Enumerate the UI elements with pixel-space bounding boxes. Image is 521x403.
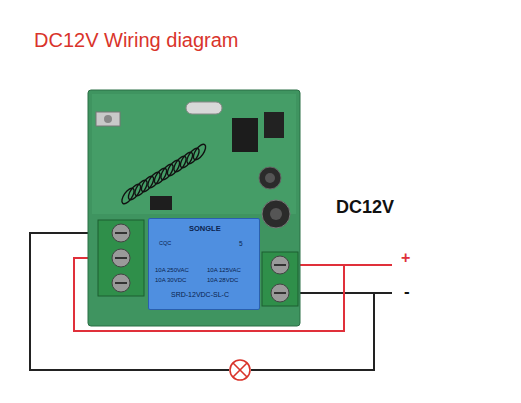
capacitor xyxy=(259,167,290,228)
ic-chip xyxy=(264,112,284,138)
relay-marking: SRD-12VDC-SL-C xyxy=(171,291,229,298)
push-button xyxy=(96,112,120,126)
title: DC12V Wiring diagram xyxy=(34,30,239,50)
ic-chip xyxy=(150,196,172,210)
relay-marking: 10A 30VDC xyxy=(155,277,186,283)
terminal-screw xyxy=(271,256,289,274)
relay-marking: SONGLE xyxy=(189,225,221,233)
pcb-area xyxy=(92,94,296,214)
crystal xyxy=(186,102,222,114)
terminal-screw xyxy=(112,249,130,267)
relay-marking: 5 xyxy=(239,241,243,248)
terminal-block xyxy=(262,252,298,306)
ic-chip xyxy=(232,118,258,152)
relay-marking: 10A 28VDC xyxy=(207,277,238,283)
terminal-block xyxy=(98,220,144,296)
coil-winding xyxy=(191,142,208,161)
positive-terminal: + xyxy=(401,250,410,266)
terminal-screw xyxy=(271,284,289,302)
terminal-screw xyxy=(112,224,130,242)
relay-marking: 10A 250VAC xyxy=(155,267,189,273)
antenna-coil xyxy=(120,142,208,205)
lamp-symbol xyxy=(230,360,250,380)
terminal-screw xyxy=(112,274,130,292)
supply-voltage: DC12V xyxy=(336,198,394,216)
negative-terminal: - xyxy=(404,283,410,300)
positive-wire xyxy=(292,264,392,266)
pcb-board xyxy=(88,90,300,326)
negative-wire xyxy=(292,292,392,294)
relay: SONGLE CQC 5 10A 250VAC 10A 125VAC 10A 30VDC 1… xyxy=(148,218,260,310)
relay-marking: CQC xyxy=(159,241,171,247)
relay-marking: 10A 125VAC xyxy=(207,267,241,273)
